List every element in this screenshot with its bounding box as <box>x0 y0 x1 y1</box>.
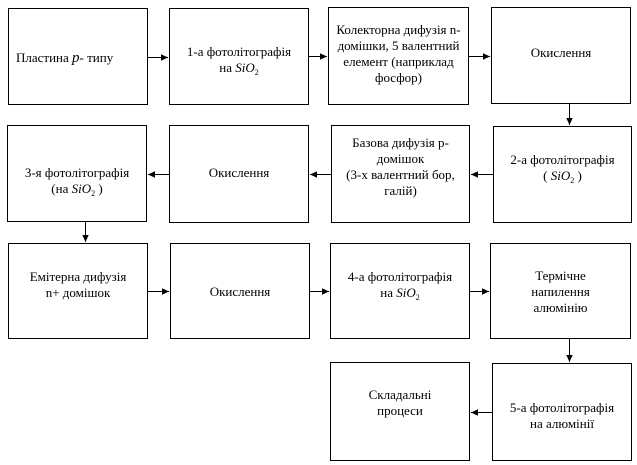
text-fragment: ( <box>543 168 551 183</box>
text-fragment: на <box>380 285 397 300</box>
formula-subscript: 2 <box>415 293 420 302</box>
formula-subscript: 2 <box>91 189 96 198</box>
step-label-line: 1-а фотолітографія <box>187 44 291 60</box>
step-label-line: галій) <box>384 183 417 199</box>
process-step-photo3: 3-я фотолітографія(на SiO2 ) <box>7 125 147 222</box>
process-step-collector: Колекторна дифузія n-домішки, 5 валентни… <box>328 7 469 105</box>
process-step-photo2: 2-а фотолітографія( SiO2 ) <box>493 126 632 223</box>
step-label-line: Складальні <box>369 387 432 403</box>
text-fragment: ) <box>574 168 582 183</box>
text-fragment: Базова дифузія р- <box>352 135 449 150</box>
text-fragment: на <box>219 60 236 75</box>
text-fragment: (на <box>51 181 72 196</box>
text-fragment: домішки, 5 валентний <box>337 38 460 53</box>
formula-subscript: 2 <box>254 68 259 77</box>
process-step-ox3: Окислення <box>170 243 310 339</box>
formula-base: SiO <box>235 60 255 75</box>
step-label-line: напилення <box>531 284 590 300</box>
step-label-line: 4-а фотолітографія <box>348 269 452 285</box>
text-fragment: Окислення <box>530 45 592 60</box>
text-fragment: Пластина <box>16 50 73 65</box>
process-step-ox1: Окислення <box>491 7 631 104</box>
step-label-line: процеси <box>377 403 423 419</box>
text-fragment: 5-а фотолітографія <box>509 400 615 415</box>
step-label-line: домішок <box>377 151 425 167</box>
step-label-line: Окислення <box>210 284 271 300</box>
chemical-formula: SiO2 <box>550 168 575 185</box>
text-fragment: Колекторна дифузія n- <box>336 22 461 37</box>
step-label-line: Окислення <box>531 45 592 61</box>
formula-base: SiO <box>71 181 92 196</box>
step-label-line: Колекторна дифузія n- <box>336 22 460 38</box>
formula-subscript: 2 <box>570 176 575 185</box>
text-fragment: фосфор) <box>375 70 422 85</box>
chemical-formula: SiO2 <box>71 181 96 198</box>
text-fragment: елемент (наприклад <box>343 54 454 69</box>
text-fragment: домішок <box>376 151 425 166</box>
text-fragment: на алюмінії <box>530 416 594 431</box>
chemical-formula: SiO2 <box>396 285 420 302</box>
text-fragment: Окислення <box>208 165 270 180</box>
process-step-base: Базова дифузія р-домішок(3-х валентний б… <box>331 125 470 223</box>
formula-base: SiO <box>396 285 416 300</box>
text-fragment: напилення <box>531 284 590 299</box>
text-fragment: 1-а фотолітографія <box>186 44 292 59</box>
text-fragment: n+ домішок <box>45 285 111 300</box>
step-label-line: 3-я фотолітографія <box>25 165 129 181</box>
step-label-line: алюмінію <box>533 300 587 316</box>
formula-base: SiO <box>550 168 571 183</box>
step-label-line: елемент (наприклад <box>343 54 453 70</box>
step-label-line: фосфор) <box>375 70 422 86</box>
text-fragment: - типу <box>79 50 114 65</box>
text-fragment: 4-а фотолітографія <box>347 269 453 284</box>
step-label-line: на SiO2 <box>380 285 419 306</box>
step-label-line: на SiO2 <box>219 60 258 81</box>
step-label-line: домішки, 5 валентний <box>338 38 460 54</box>
step-label-line: ( SiO2 ) <box>543 168 582 189</box>
text-fragment: 3-я фотолітографія <box>24 165 130 180</box>
step-label-line: Пластина p- типу <box>16 50 113 66</box>
text-fragment: Емітерна дифузія <box>29 269 127 284</box>
text-fragment: p <box>72 50 80 66</box>
text-fragment: алюмінію <box>533 300 588 315</box>
step-label-line: 5-а фотолітографія <box>510 400 614 416</box>
step-label-line: n+ домішок <box>46 285 111 301</box>
text-fragment: Термічне <box>535 268 586 283</box>
step-label-line: Термічне <box>535 268 586 284</box>
text-fragment: Складальні <box>368 387 432 402</box>
step-label-line: на алюмінії <box>530 416 594 432</box>
text-fragment: 2-а фотолітографія <box>510 152 615 167</box>
text-fragment: ) <box>95 181 103 196</box>
step-label-line: Базова дифузія р- <box>352 135 449 151</box>
step-label-line: Окислення <box>209 165 270 181</box>
text-fragment: Окислення <box>209 284 271 299</box>
chemical-formula: SiO2 <box>235 60 259 77</box>
text-fragment: процеси <box>377 403 423 418</box>
step-label-line: 2-а фотолітографія <box>510 152 614 168</box>
step-label-line: Емітерна дифузія <box>30 269 127 285</box>
text-fragment: галій) <box>384 183 417 198</box>
step-label-line: (на SiO2 ) <box>51 181 102 202</box>
step-label-line: (3-х валентний бор, <box>346 167 455 183</box>
process-step-plate: Пластина p- типу <box>8 8 148 105</box>
process-step-ox2: Окислення <box>169 125 309 223</box>
text-fragment: (3-х валентний бор, <box>346 167 455 182</box>
